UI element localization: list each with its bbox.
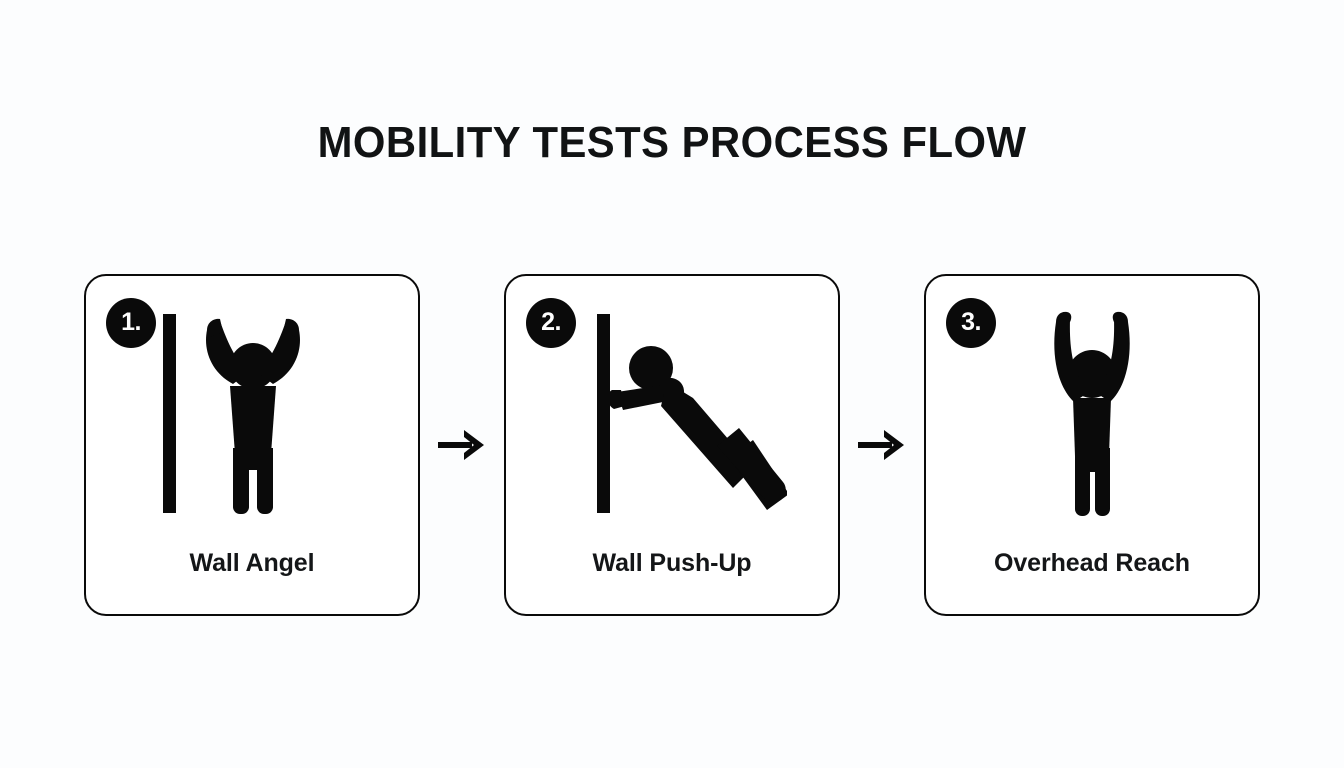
wall-angel-pictogram <box>163 314 300 514</box>
flow-connector-2 <box>840 415 924 475</box>
step-label: Wall Angel <box>189 549 315 577</box>
page-title: MOBILITY TESTS PROCESS FLOW <box>317 118 1027 167</box>
step-label: Wall Push-Up <box>592 549 752 577</box>
step-card-wall-angel[interactable]: 1. Wall Angel <box>84 274 420 616</box>
step-card-overhead-reach[interactable]: 3. Overhead Reach <box>924 274 1260 616</box>
arrow-right-icon <box>858 430 904 460</box>
step-number-badge: 1. <box>106 298 156 348</box>
step-label: Overhead Reach <box>994 549 1190 577</box>
overhead-reach-pictogram <box>1054 311 1130 516</box>
process-flow-row: 1. Wall Angel <box>0 274 1344 616</box>
wall-push-up-pictogram <box>597 314 787 513</box>
flow-connector-1 <box>420 415 504 475</box>
arrow-right-icon <box>438 430 484 460</box>
step-number-badge: 2. <box>526 298 576 348</box>
step-number-badge: 3. <box>946 298 996 348</box>
step-card-wall-push-up[interactable]: 2. Wall Push-Up <box>504 274 840 616</box>
